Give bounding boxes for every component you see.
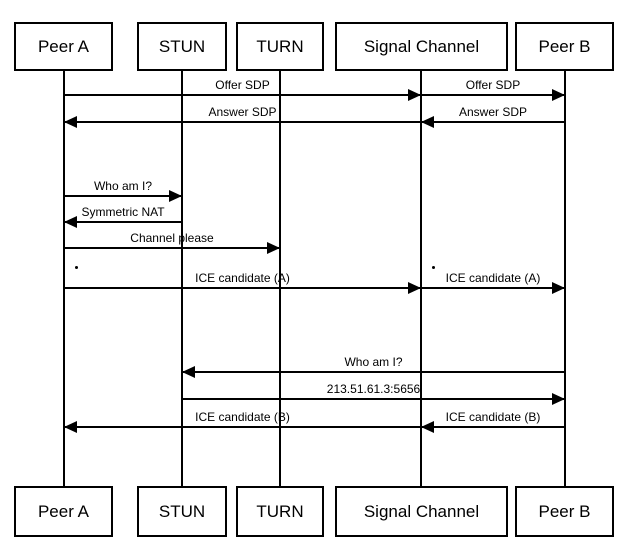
lifeline-peer-a — [63, 71, 65, 487]
message-line-4 — [64, 195, 182, 197]
message-label-3: Answer SDP — [458, 105, 528, 119]
message-arrowhead-10 — [552, 393, 565, 405]
message-arrowhead-9 — [182, 366, 195, 378]
actor-box-bottom-turn: TURN — [236, 486, 324, 537]
message-arrowhead-7 — [408, 282, 421, 294]
message-line-3 — [421, 121, 565, 123]
message-label-4: Who am I? — [93, 179, 153, 193]
message-arrowhead-6 — [267, 242, 280, 254]
actor-box-top-signal-channel: Signal Channel — [335, 22, 508, 71]
message-arrowhead-12 — [421, 421, 434, 433]
lifeline-stun — [181, 71, 183, 487]
message-label-8: ICE candidate (A) — [445, 271, 541, 285]
message-line-1 — [421, 94, 565, 96]
message-label-11: ICE candidate (B) — [195, 410, 290, 424]
actor-box-bottom-stun: STUN — [137, 486, 227, 537]
sequence-dot-0 — [75, 266, 78, 269]
message-arrowhead-1 — [552, 89, 565, 101]
message-line-9 — [182, 371, 565, 373]
message-line-5 — [64, 221, 182, 223]
message-label-5: Symmetric NAT — [81, 205, 165, 219]
actor-box-top-peer-a: Peer A — [14, 22, 113, 71]
message-line-7 — [64, 287, 421, 289]
lifeline-signal-channel — [420, 71, 422, 487]
message-line-8 — [421, 287, 565, 289]
message-label-10: 213.51.61.3:5656 — [326, 382, 421, 396]
lifeline-peer-b — [564, 71, 566, 487]
message-label-7: ICE candidate (A) — [195, 271, 290, 285]
actor-box-bottom-signal-channel: Signal Channel — [335, 486, 508, 537]
sequence-dot-1 — [432, 266, 435, 269]
actor-box-top-stun: STUN — [137, 22, 227, 71]
message-arrowhead-8 — [552, 282, 565, 294]
message-arrowhead-11 — [64, 421, 77, 433]
actor-box-top-peer-b: Peer B — [515, 22, 614, 71]
message-line-12 — [421, 426, 565, 428]
message-arrowhead-2 — [64, 116, 77, 128]
lifeline-turn — [279, 71, 281, 487]
message-line-6 — [64, 247, 280, 249]
message-line-0 — [64, 94, 421, 96]
message-arrowhead-3 — [421, 116, 434, 128]
actor-box-top-turn: TURN — [236, 22, 324, 71]
message-arrowhead-0 — [408, 89, 421, 101]
message-line-10 — [182, 398, 565, 400]
message-label-6: Channel please — [130, 231, 214, 245]
message-arrowhead-4 — [169, 190, 182, 202]
message-label-12: ICE candidate (B) — [445, 410, 541, 424]
message-label-9: Who am I? — [344, 355, 403, 369]
message-label-1: Offer SDP — [465, 78, 521, 92]
actor-box-bottom-peer-b: Peer B — [515, 486, 614, 537]
message-line-11 — [64, 426, 421, 428]
message-arrowhead-5 — [64, 216, 77, 228]
message-label-0: Offer SDP — [215, 78, 270, 92]
message-line-2 — [64, 121, 421, 123]
message-label-2: Answer SDP — [208, 105, 277, 119]
actor-box-bottom-peer-a: Peer A — [14, 486, 113, 537]
